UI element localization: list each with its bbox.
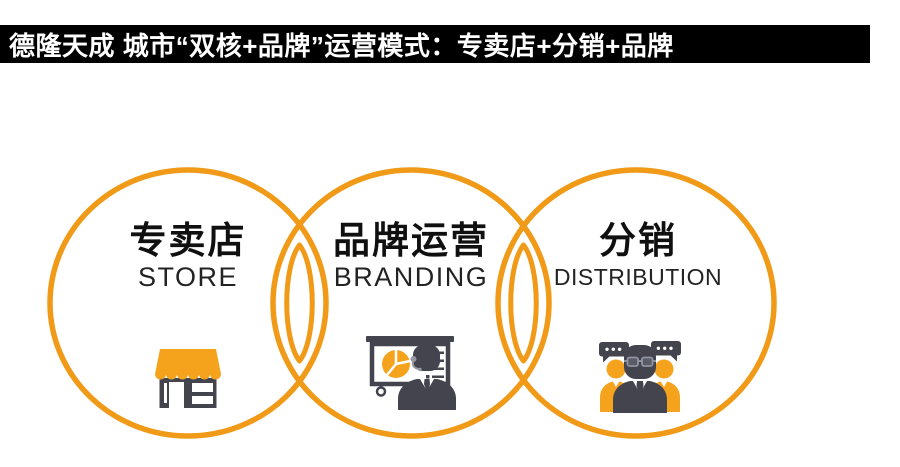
store-label-group: 专卖店 STORE: [28, 220, 348, 293]
lens-right: [508, 242, 539, 364]
branding-title: 品牌运营: [333, 220, 489, 261]
storefront-icon: [155, 349, 221, 408]
ring-store: [47, 167, 329, 439]
store-subtitle: STORE: [137, 262, 239, 292]
store-title: 专卖店: [129, 220, 247, 261]
distribution-title: 分销: [599, 220, 677, 261]
distribution-subtitle: DISTRIBUTION: [553, 264, 723, 290]
ring-branding: [270, 167, 552, 439]
branding-subtitle: BRANDING: [333, 262, 489, 292]
presentation-speaker-icon: [366, 336, 456, 410]
slide-title: 德隆天成 城市“双核+品牌”运营模式：专卖店+分销+品牌: [9, 30, 674, 61]
branding-label-group: 品牌运营 BRANDING: [251, 220, 571, 293]
lens-left: [284, 242, 315, 364]
people-group-icon: [599, 341, 681, 413]
ring-distribution: [495, 167, 777, 439]
title-bar: 德隆天成 城市“双核+品牌”运营模式：专卖店+分销+品牌: [0, 25, 870, 63]
distribution-label-group: 分销 DISTRIBUTION: [478, 221, 798, 292]
